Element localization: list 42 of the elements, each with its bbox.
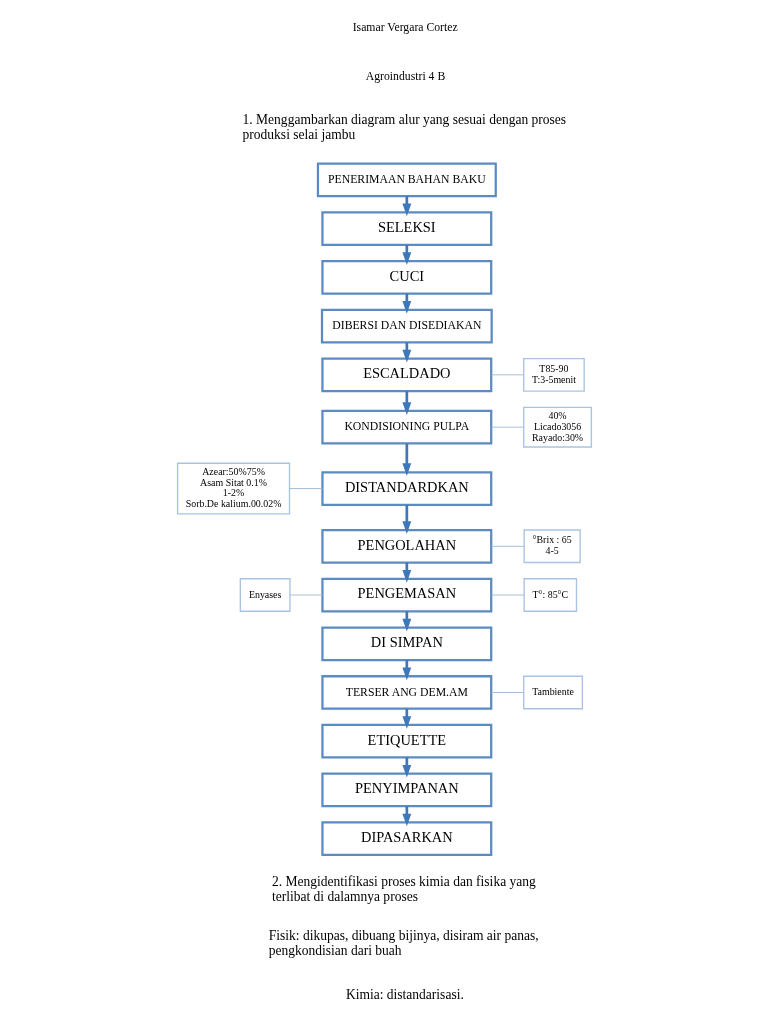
node-box: °Brix : 65 4-5 bbox=[523, 529, 581, 564]
label: 1. Menggambarkan diagram alur yang sesuai dengan proses produksi selai jambu bbox=[242, 111, 566, 143]
node-box: Azear:50%75% Asam Sitat 0.1% 1-2% Sorb.De kalium.00.02% bbox=[176, 462, 290, 515]
node-box: DIPASARKAN bbox=[320, 821, 492, 857]
label: Agroindustri 4 B bbox=[365, 70, 445, 84]
node-box: Enyases bbox=[239, 578, 291, 612]
node-box: DISTANDARDKAN bbox=[320, 471, 492, 506]
label: 2. Mengidentifikasi proses kimia dan fisika yang terlibat di dalamnya proses bbox=[271, 873, 536, 904]
node-box: T85-90 T:3-5menit bbox=[522, 357, 585, 392]
node-box: PENGOLAHAN bbox=[320, 528, 492, 564]
node-box: ESCALDADO bbox=[320, 357, 492, 393]
connector bbox=[289, 594, 323, 596]
node-box: ETIQUETTE bbox=[320, 723, 492, 759]
node-box: PENGEMASAN bbox=[320, 577, 492, 613]
arrow bbox=[401, 391, 411, 416]
node-box: DIBERSI DAN DISEDIAKAN bbox=[320, 308, 493, 344]
connector bbox=[490, 426, 524, 428]
node-box: SELEKSI bbox=[320, 211, 492, 246]
node-box: DI SIMPAN bbox=[320, 626, 492, 662]
connector bbox=[490, 545, 525, 547]
arrow bbox=[401, 611, 411, 632]
arrow bbox=[401, 806, 411, 827]
arrow bbox=[401, 505, 411, 534]
label: Isamar Vergara Cortez bbox=[352, 21, 458, 35]
node-box: CUCI bbox=[320, 260, 492, 295]
node-box: Tambiente bbox=[522, 675, 583, 710]
label: Fisik: dikupas, dibuang bijinya, disiram air panas, pengkondisian dari buah bbox=[268, 927, 539, 959]
node-box: PENERIMAAN BAHAN BAKU bbox=[316, 162, 497, 198]
arrow bbox=[401, 342, 411, 363]
label: Kimia: distandarisasi. bbox=[345, 986, 464, 1002]
connector bbox=[490, 374, 524, 376]
node-box: 40% Licado3056 Rayado:30% bbox=[522, 406, 592, 448]
node-box: KONDISIONING PULPA bbox=[320, 409, 492, 445]
node-box: PENYIMPANAN bbox=[320, 772, 492, 808]
arrow bbox=[401, 757, 411, 778]
node-box: T°: 85°C bbox=[523, 578, 577, 612]
connector bbox=[490, 692, 524, 693]
arrow bbox=[401, 443, 411, 476]
node-box: TERSER ANG DEM.AM bbox=[320, 675, 492, 710]
arrow bbox=[401, 196, 411, 217]
connector bbox=[288, 488, 323, 489]
connector bbox=[490, 594, 525, 596]
